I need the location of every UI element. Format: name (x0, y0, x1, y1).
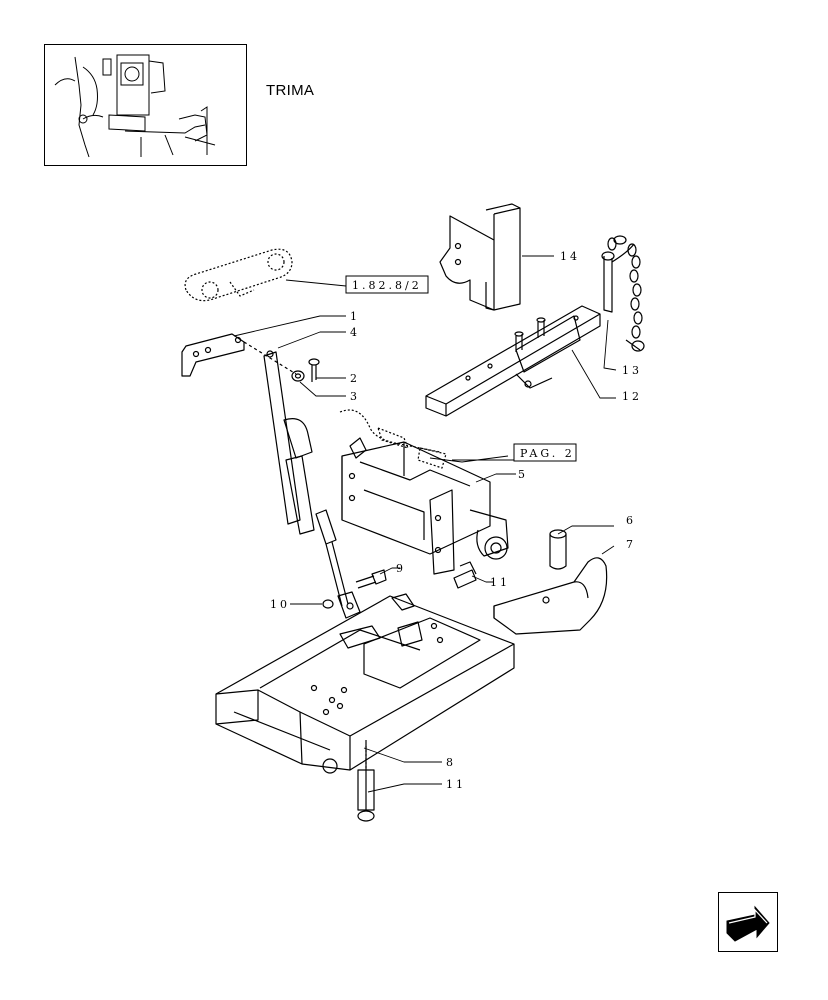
part-3-washer (291, 370, 305, 382)
part-1-bracket (181, 333, 245, 377)
reference-link-arm (184, 248, 293, 302)
part-11-bolt-lower (357, 740, 375, 822)
part-2-split-pin (308, 358, 320, 382)
part-11-bolt-upper (453, 561, 477, 589)
callout-6: 6 (626, 514, 636, 527)
part-14-upright-bracket (439, 203, 521, 311)
part-10-nut (322, 599, 334, 609)
callout-9: 9 (396, 562, 406, 575)
callout-11-upper: 11 (490, 576, 510, 589)
part-6-pin (549, 529, 567, 570)
callout-7: 7 (626, 538, 636, 551)
callout-5: 5 (518, 468, 528, 481)
part-13-pin-chain (601, 235, 645, 352)
reference-box-2[interactable]: PAG. 2 (513, 443, 577, 462)
reference-box-1[interactable]: 1.82.8/2 (345, 275, 429, 294)
callout-14: 14 (560, 250, 580, 263)
callout-10: 10 (270, 598, 290, 611)
next-page-arrow-icon (726, 905, 770, 942)
reference-box-2-label: PAG. 2 (520, 447, 575, 460)
callout-13: 13 (622, 364, 642, 377)
callout-8: 8 (446, 756, 456, 769)
callout-3: 3 (350, 390, 360, 403)
callout-4: 4 (350, 326, 360, 339)
tractor-thumbnail-icon (54, 54, 216, 158)
callout-1: 1 (350, 310, 360, 323)
part-9-bolt (355, 569, 387, 589)
part-12-drawbar-rail (425, 305, 601, 417)
cable-phantom (339, 409, 441, 453)
locator-thumbnail (44, 44, 247, 166)
part-8-base-frame (215, 593, 515, 774)
next-page-button[interactable] (718, 892, 778, 952)
part-4-lift-rod (263, 350, 361, 619)
part-7-tow-hook (493, 557, 608, 635)
part-5-hitch-housing (341, 437, 509, 575)
brand-label: TRIMA (266, 82, 315, 99)
callout-12: 12 (622, 390, 642, 403)
reference-box-1-label: 1.82.8/2 (352, 279, 422, 292)
callout-2: 2 (350, 372, 360, 385)
callout-11-lower: 11 (446, 778, 466, 791)
